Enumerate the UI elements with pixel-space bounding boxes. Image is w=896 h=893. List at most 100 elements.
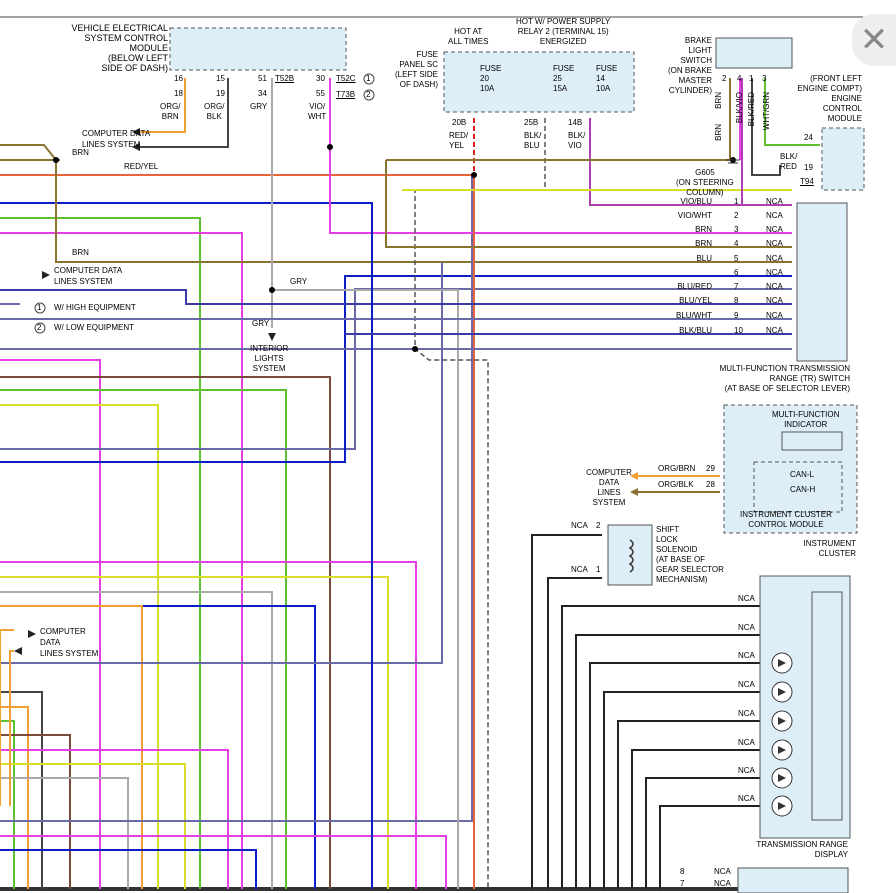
tr-row-pin: 8 [734, 296, 739, 305]
shift-lock-box [607, 524, 653, 586]
fuse-panel-title: FUSE PANEL SC (LEFT SIDE OF DASH) [395, 50, 438, 89]
fuse-panel-box [443, 51, 635, 113]
wire-label: GRY [252, 319, 270, 328]
brake-switch-box [715, 37, 793, 69]
brake-pin: 4 [737, 74, 742, 83]
tr-row-wire: BLU/YEL [679, 296, 712, 305]
vecsm-pin: 15 [216, 74, 225, 83]
ccm-label: INSTRUMENT CLUSTER CONTROL MODULE [740, 510, 832, 529]
cdls-label[interactable]: COMPUTER DATA LINES SYSTEM [54, 266, 123, 286]
vecsm-pin: 19 [216, 89, 225, 98]
legend-text: W/ LOW EQUIPMENT [54, 323, 134, 332]
ground-label: G605 (ON STEERING COLUMN) [676, 168, 734, 197]
tr-switch-title: MULTI-FUNCTION TRANSMISSION RANGE (TR) S… [719, 364, 850, 393]
nca-label: NCA [714, 879, 731, 888]
wire-label: ORG/ BRN [160, 102, 181, 121]
left-wires [0, 144, 792, 889]
cluster-title: INSTRUMENT CLUSTER [803, 539, 856, 558]
interior-lights-label[interactable]: INTERIOR LIGHTS SYSTEM [250, 344, 289, 373]
brake-pin: 3 [762, 74, 767, 83]
tr-row-wire: BRN [695, 239, 712, 248]
tr-row-pin: 5 [734, 254, 739, 263]
tr-row-pin: 4 [734, 239, 739, 248]
connector-label: T52B [275, 74, 295, 83]
trd-nca: NCA [738, 594, 755, 603]
pin-label: 28 [706, 480, 715, 489]
splice-dot [269, 287, 275, 293]
legend-mark: 2 [37, 323, 42, 332]
pin-label: 14B [568, 118, 583, 127]
wire-label: BLK/VIO [735, 92, 744, 124]
trd-nca: NCA [738, 651, 755, 660]
wire-label: BLK/ VIO [568, 131, 586, 150]
vecsm-pin: 30 [316, 74, 325, 83]
tr-row-pin: 1 [734, 197, 739, 206]
vecsm-pin: 16 [174, 74, 183, 83]
connector-label: T52C [336, 74, 356, 83]
cdls-label[interactable]: COMPUTER DATA LINES SYSTEM [586, 468, 632, 507]
trd-nca: NCA [738, 709, 755, 718]
wire-label: BRN [714, 124, 723, 141]
wire-label: BRN [714, 92, 723, 109]
tr-row-nca: NCA [766, 225, 783, 234]
can-l-label: CAN-L [790, 470, 815, 479]
pin-label: 29 [706, 464, 715, 473]
cdls-label[interactable]: COMPUTER DATA LINES SYSTEM [40, 627, 99, 658]
tr-row-nca: NCA [766, 254, 783, 263]
tr-row-pin: 9 [734, 311, 739, 320]
tr-row-wire: BLU/RED [677, 282, 712, 291]
tr-row-nca: NCA [766, 311, 783, 320]
brake-pin: 1 [749, 74, 754, 83]
splice-dot [412, 346, 418, 352]
vecsm-pin: 34 [258, 89, 267, 98]
wire-label: BRN [72, 248, 89, 257]
tr-row-pin: 3 [734, 225, 739, 234]
trd-nca: NCA [738, 794, 755, 803]
legend-mark: 1 [37, 303, 42, 312]
tr-row-nca: NCA [766, 268, 783, 277]
wire-label: VIO/ WHT [308, 102, 327, 121]
tr-row-nca: NCA [766, 296, 783, 305]
tr-row-pin: 10 [734, 326, 743, 335]
hot-label: HOT AT ALL TIMES [448, 27, 489, 46]
connector-label: T73B [336, 90, 356, 99]
wire-label: ORG/BRN [658, 464, 696, 473]
wire-label: WHT/GRN [762, 92, 771, 131]
brake-switch-title: BRAKE LIGHT SWITCH (ON BRAKE MASTER CYLI… [667, 36, 712, 95]
vecsm-pin: 51 [258, 74, 267, 83]
vecsm-box [169, 27, 347, 71]
nca-label: NCA [571, 521, 588, 530]
nca-label: NCA [571, 565, 588, 574]
tr-row-wire: BRN [695, 225, 712, 234]
cdls-label[interactable]: COMPUTER DATA LINES SYSTEM [82, 129, 151, 149]
tr-row-wire: BLU/WHT [676, 311, 712, 320]
trd-nca: NCA [738, 738, 755, 747]
trd-nca: NCA [738, 680, 755, 689]
wire-label: GRY [290, 277, 308, 286]
tr-row-pin: 7 [734, 282, 739, 291]
trd-nca: NCA [738, 766, 755, 775]
splice-dot [327, 144, 333, 150]
pin-label: 8 [680, 867, 685, 876]
vecsm-title: VEHICLE ELECTRICAL SYSTEM CONTROL MODULE… [71, 23, 168, 73]
tr-switch-box [796, 202, 848, 362]
tr-row-wire: VIO/WHT [677, 211, 712, 220]
mfi-label: MULTI-FUNCTION INDICATOR [772, 410, 840, 429]
shift-lock-title: SHIFT LOCK SOLENOID (AT BASE OF GEAR SEL… [656, 525, 724, 584]
wire-label: RED/YEL [124, 162, 159, 171]
vecsm-pin: 18 [174, 89, 183, 98]
trd-title: TRANSMISSION RANGE DISPLAY [756, 840, 848, 859]
tr-row-wire: BLK/BLU [679, 326, 712, 335]
fuse-25: FUSE 25 15A [553, 64, 575, 93]
ecm-box [821, 127, 865, 191]
fuse-14: FUSE 14 10A [596, 64, 618, 93]
tr-row-wire: BLU [696, 254, 712, 263]
legend-text: W/ HIGH EQUIPMENT [54, 303, 136, 312]
pin-label: 2 [596, 521, 601, 530]
splice-dot [53, 157, 59, 163]
splice-dot [471, 172, 477, 178]
wire-label: RED/ YEL [449, 131, 469, 150]
wire-label: BLK/RED [747, 92, 756, 127]
close-icon[interactable]: ✕ [852, 14, 896, 66]
